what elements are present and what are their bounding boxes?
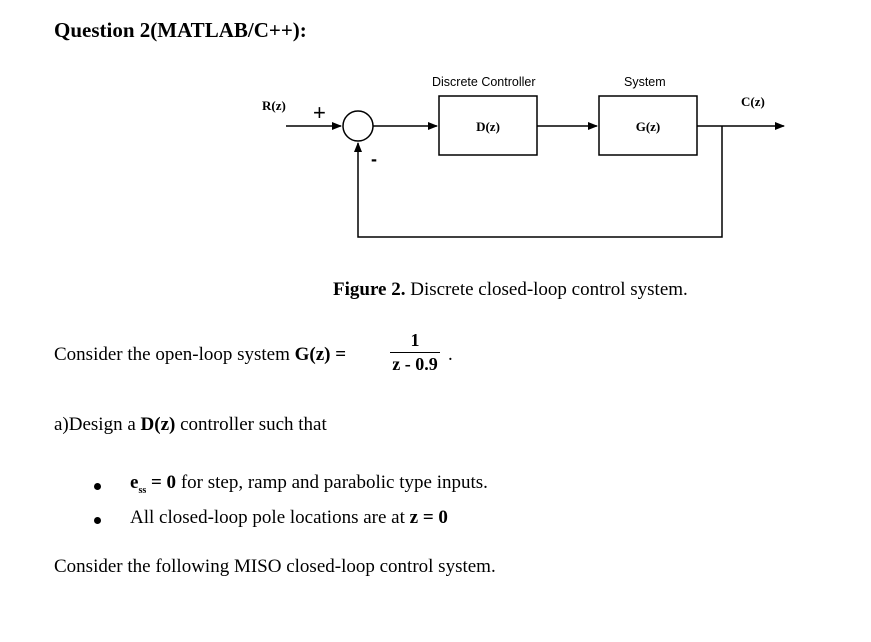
list-item: ess = 0 for step, ramp and parabolic typ… (130, 472, 488, 496)
figure-caption-prefix: Figure 2. (333, 279, 406, 300)
plus-sign: + (313, 100, 326, 125)
feedback-path (354, 126, 723, 238)
fraction-denominator: z - 0.9 (392, 354, 438, 374)
paragraph-open-loop-text: Consider the open-loop system (54, 344, 295, 365)
transfer-function-g: G(z) = (294, 344, 347, 365)
paragraph-design: a)Design a D(z) controller such that (54, 414, 327, 436)
controller-caption: Discrete Controller (432, 75, 536, 89)
list-item: All closed-loop pole locations are at z … (130, 507, 448, 529)
design-prefix: a)Design a (54, 414, 141, 435)
transfer-function-fraction: 1 z - 0.9 (390, 330, 440, 376)
output-label: C(z) (741, 94, 765, 109)
design-suffix: controller such that (175, 414, 327, 435)
controller-label: D(z) (476, 119, 500, 134)
bullet-dot (94, 483, 101, 490)
ess-symbol: ess (130, 472, 147, 496)
paragraph-miso: Consider the following MISO closed-loop … (54, 556, 496, 577)
list-item-text: All closed-loop pole locations are at (130, 507, 410, 528)
pole-location: z = 0 (409, 507, 448, 528)
figure-caption-text: Discrete closed-loop control system. (405, 279, 688, 300)
fraction-numerator: 1 (390, 330, 440, 353)
system-caption: System (624, 75, 666, 89)
minus-sign: - (371, 149, 377, 169)
summing-junction (342, 110, 374, 142)
bullet-dot (94, 517, 101, 524)
ess-value: = 0 (146, 472, 177, 493)
block-diagram: R(z) + - Discrete Controller D(z) System… (262, 75, 785, 238)
paragraph-open-loop-period: . (448, 344, 453, 365)
figure-caption: Figure 2. Discrete closed-loop control s… (333, 279, 688, 301)
question-heading: Question 2(MATLAB/C++): (54, 18, 307, 42)
input-label: R(z) (262, 98, 286, 113)
controller-function-d: D(z) (140, 414, 176, 435)
system-label: G(z) (636, 119, 661, 134)
list-item-text: for step, ramp and parabolic type inputs… (176, 472, 488, 493)
paragraph-open-loop: Consider the open-loop system G(z) = (54, 344, 346, 366)
